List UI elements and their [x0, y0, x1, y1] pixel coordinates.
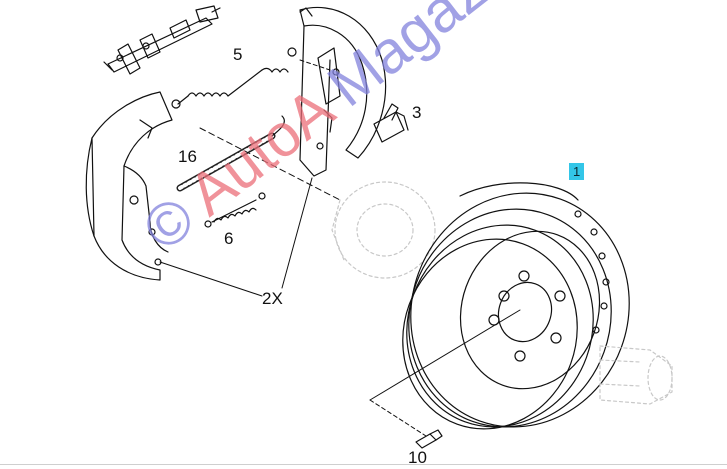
right-brake-shoe [299, 6, 387, 177]
callout-5: 5 [233, 45, 243, 64]
bolt-10 [415, 429, 443, 449]
bottom-divider [0, 464, 727, 465]
backing-plate-faint [331, 181, 436, 279]
callout-1: 1 [569, 163, 585, 180]
callout-3: 3 [412, 103, 422, 122]
axle-bearing-faint [599, 345, 673, 405]
leader-lines [159, 59, 521, 437]
callout-2x: 2X [262, 289, 283, 308]
callout-10: 10 [408, 448, 427, 467]
left-brake-shoe [85, 91, 173, 281]
spring-6 [204, 192, 266, 228]
clip-3 [373, 103, 409, 143]
adjuster-lever [103, 5, 221, 75]
spring-16 [176, 115, 285, 192]
callout-6: 6 [224, 229, 234, 248]
callout-16: 16 [178, 147, 197, 166]
brake-drum [402, 182, 630, 430]
spring-5 [171, 47, 297, 109]
